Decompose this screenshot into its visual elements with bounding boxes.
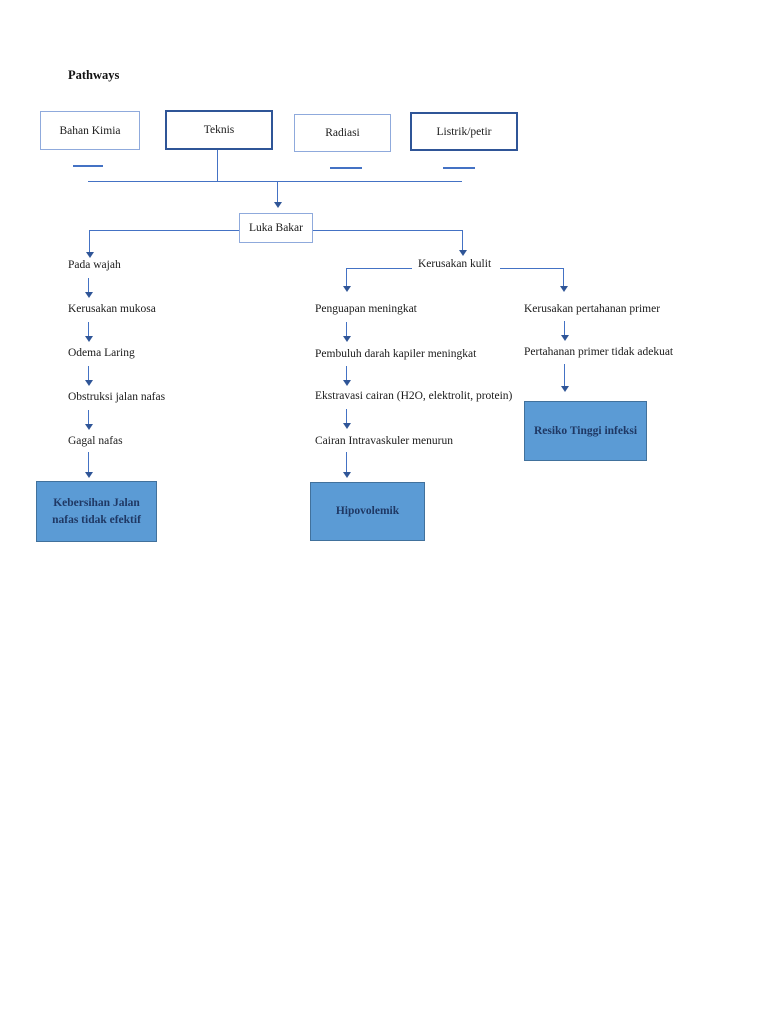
page-title: Pathways (68, 68, 120, 82)
connector-line (313, 230, 462, 231)
flow-arrow-down (560, 364, 569, 392)
flow-arrow-down (342, 322, 351, 342)
step-gagal-nafas: Gagal nafas (68, 435, 123, 447)
outcome-box-kebersihan-jalan-nafas: Kebersihan Jalan nafas tidak efektif (36, 481, 157, 542)
flow-arrow-down (342, 409, 351, 429)
label-kerusakan-kulit: Kerusakan kulit (418, 258, 492, 270)
step-cairan-intravaskuler-menurun: Cairan Intravaskuler menurun (315, 435, 453, 447)
cause-box-listrik-petir: Listrik/petir (410, 112, 518, 151)
step-pertahanan-primer-tidak-adekuat: Pertahanan primer tidak adekuat (524, 346, 674, 358)
flow-arrow-down (84, 366, 93, 386)
flow-arrow-down (458, 230, 467, 256)
connector-line (217, 150, 218, 181)
underline-mark (443, 167, 475, 169)
cause-box-radiasi: Radiasi (294, 114, 391, 152)
flow-arrow-down (84, 410, 93, 430)
step-ekstravasi-cairan: Ekstravasi cairan (H2O, elektrolit, prot… (315, 390, 513, 402)
step-pada-wajah: Pada wajah (68, 259, 121, 271)
flow-arrow-down (85, 230, 94, 258)
step-kerusakan-mukosa: Kerusakan mukosa (68, 303, 156, 315)
flow-arrow-down (84, 322, 93, 342)
root-box-luka-bakar: Luka Bakar (239, 213, 313, 243)
flow-arrow-down (342, 452, 351, 478)
connector-line (89, 230, 239, 231)
cause-box-teknis: Teknis (165, 110, 273, 150)
flow-arrow-down (84, 452, 93, 478)
step-odema-laring: Odema Laring (68, 347, 135, 359)
flow-arrow-down (84, 278, 93, 298)
connector-line (500, 268, 563, 269)
flow-arrow-down (560, 321, 569, 341)
underline-mark (330, 167, 362, 169)
connector-line (88, 181, 462, 182)
flow-arrow-down (273, 181, 282, 208)
step-pembuluh-darah-kapiler: Pembuluh darah kapiler meningkat (315, 348, 477, 360)
connector-line (346, 268, 412, 269)
step-obstruksi-jalan-nafas: Obstruksi jalan nafas (68, 391, 166, 403)
cause-box-bahan-kimia: Bahan Kimia (40, 111, 140, 150)
flow-arrow-down (342, 366, 351, 386)
step-kerusakan-pertahanan-primer: Kerusakan pertahanan primer (524, 303, 661, 315)
flow-arrow-down (342, 268, 351, 292)
outcome-box-hipovolemik: Hipovolemik (310, 482, 425, 541)
step-penguapan-meningkat: Penguapan meningkat (315, 303, 417, 315)
outcome-box-resiko-tinggi-infeksi: Resiko Tinggi infeksi (524, 401, 647, 461)
underline-mark (73, 165, 103, 167)
flow-arrow-down (559, 268, 568, 292)
